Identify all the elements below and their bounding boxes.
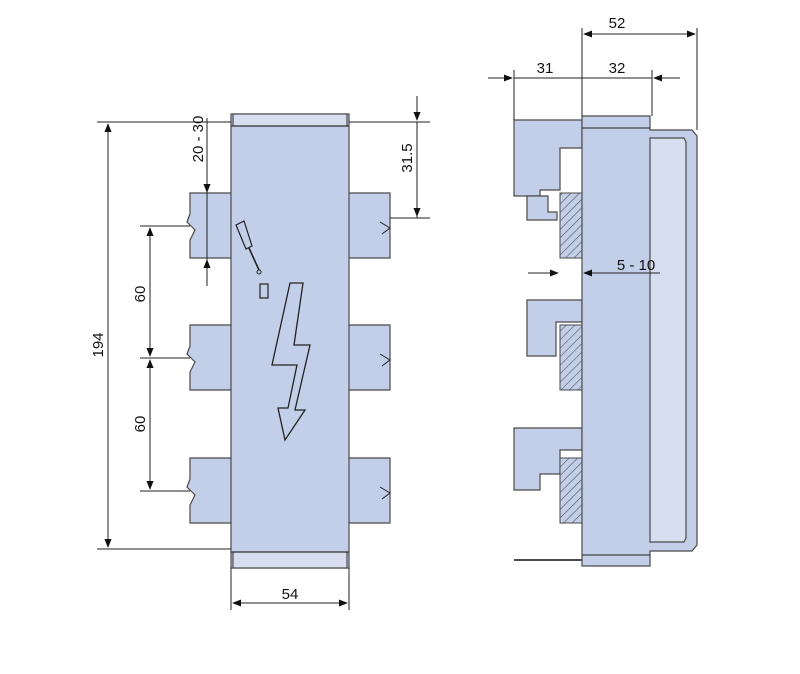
dim-32: 32 bbox=[609, 60, 626, 77]
screwdriver-icon bbox=[235, 220, 262, 275]
rail-section-mid bbox=[559, 324, 583, 391]
front-view bbox=[186, 113, 391, 569]
rail-section-top bbox=[559, 192, 583, 259]
clip-top bbox=[526, 195, 558, 221]
rail-section-bot bbox=[559, 457, 583, 524]
rail-break-bot-right bbox=[379, 486, 391, 500]
dim-31: 31 bbox=[537, 60, 554, 77]
dim-194: 194 bbox=[90, 332, 107, 357]
rear-flange-top bbox=[513, 119, 583, 197]
side-view bbox=[513, 115, 698, 567]
rail-break-mid-right bbox=[379, 353, 391, 367]
lightning-bolt-icon bbox=[271, 282, 311, 442]
front-dimensions: 194 20 - 30 60 60 31.5 54 bbox=[90, 96, 430, 610]
dim-60-lower: 60 bbox=[132, 416, 149, 433]
dim-54: 54 bbox=[282, 586, 299, 603]
front-bottom-cap bbox=[232, 551, 348, 569]
side-dimensions: 52 31 32 5 - 10 bbox=[488, 15, 698, 277]
dim-52: 52 bbox=[609, 15, 626, 32]
front-top-cap bbox=[232, 113, 348, 127]
dim-60-upper: 60 bbox=[132, 286, 149, 303]
rail-break-top-right bbox=[379, 221, 391, 235]
screw-slot-icon bbox=[259, 283, 269, 299]
side-front-face bbox=[649, 137, 687, 543]
dim-20-30: 20 - 30 bbox=[190, 116, 207, 163]
dim-5-10: 5 - 10 bbox=[617, 257, 655, 274]
dim-31-5: 31.5 bbox=[399, 143, 416, 172]
